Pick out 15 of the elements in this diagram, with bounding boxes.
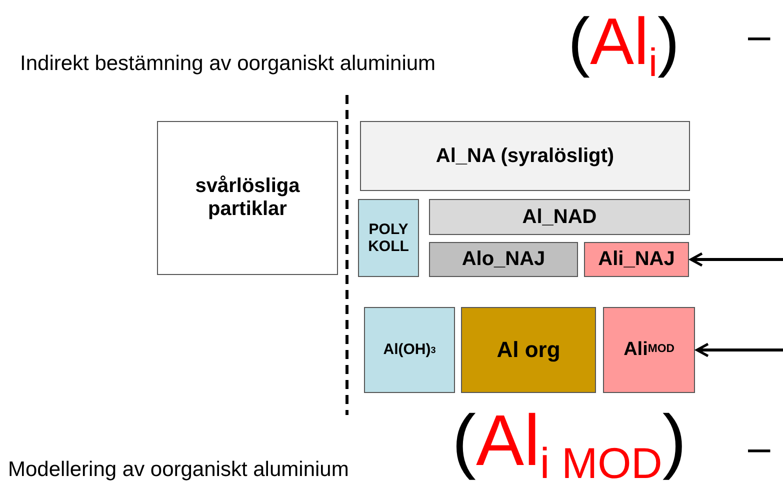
caption-text: Indirekt bestämning av oorganiskt aluminium: [20, 52, 436, 76]
symbol-label: (Al$_{i}$): [568, 8, 680, 84]
caption-text: Modellering av oorganiskt aluminium: [8, 458, 349, 482]
symbol-label: (Al$_{i MOD}$): [452, 405, 686, 486]
fraction-box: Alo_NAJ: [429, 242, 578, 277]
fraction-box: Al_NA (syralösligt): [360, 121, 690, 191]
fraction-box: POLY KOLL: [358, 199, 419, 277]
arrow: [690, 252, 783, 267]
dash-mark: –: [748, 14, 770, 59]
fraction-box: Al org: [461, 307, 596, 393]
fraction-box: Al_NAD: [429, 199, 690, 235]
arrow: [696, 342, 783, 358]
particle-box: svårlösliga partiklar: [157, 121, 338, 275]
dash-mark: –: [748, 426, 770, 471]
fraction-box: Ali_NAJ: [584, 242, 689, 277]
